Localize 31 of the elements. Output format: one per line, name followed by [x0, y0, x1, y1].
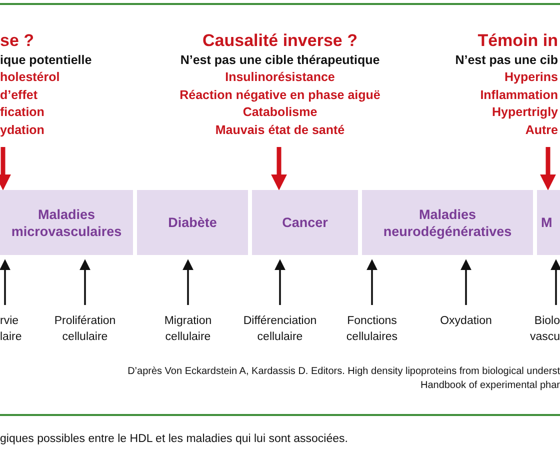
factor-text: ydation [0, 122, 44, 139]
mechanism-label: rvie laire [0, 313, 40, 345]
factor-text: Insulinorésistance [225, 69, 335, 86]
factor-text: Hyperins [504, 69, 558, 86]
subheading: N’est pas une cib [455, 52, 558, 69]
mechanism-label: Biolo vascu [520, 313, 560, 345]
citation-text: D’après Von Eckardstein A, Kardassis D. Editors. High density lipoproteins from biological underst [128, 366, 560, 377]
factor-text: Réaction négative en phase aiguë [180, 86, 380, 104]
caption: giques possibles entre le HDL et les maladies qui lui sont associées. [0, 433, 348, 445]
subheading: ique potentielle [0, 52, 92, 69]
disease-box: M [537, 190, 560, 255]
disease-box: Maladies neurodégénératives [362, 190, 533, 255]
factor-text: Mauvais état de santé [215, 122, 345, 138]
factor-text: Hypertrigly [492, 104, 558, 121]
factor-text: fication [0, 104, 44, 121]
factor-text: Catabolisme [242, 104, 318, 121]
heading: Causalité inverse ? [202, 31, 358, 51]
mechanism-label: Migration cellulaire [150, 313, 226, 345]
disease-box: Maladies microvasculaires [0, 190, 133, 255]
subheading: N’est pas une cible thérapeutique [180, 52, 380, 69]
factor-text: Autre [525, 122, 558, 138]
heading: se ? [0, 31, 34, 51]
citation-text: Handbook of experimental phar [420, 380, 560, 391]
factor-text: holestérol [0, 69, 60, 86]
factor-text: d’effet [0, 86, 38, 104]
mechanism-label: Oxydation [420, 313, 512, 329]
disease-box: Diabète [137, 190, 248, 255]
mechanism-label: Prolifération cellulaire [40, 313, 130, 345]
factor-text: Inflammation [480, 86, 558, 104]
disease-box: Cancer [252, 190, 358, 255]
heading: Témoin in [478, 31, 558, 51]
